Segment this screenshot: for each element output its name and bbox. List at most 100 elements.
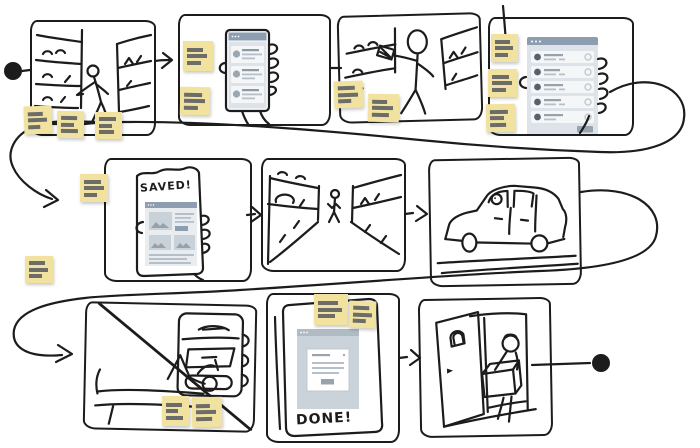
list-item <box>531 111 594 123</box>
window-header-bar <box>527 37 598 46</box>
screen-header-bar <box>297 329 359 336</box>
sticky-note <box>191 396 223 428</box>
sticky-note-text-line <box>99 130 114 134</box>
avatar <box>534 68 541 76</box>
radio-icon <box>584 68 592 76</box>
storyboard-panel-4 <box>488 17 634 136</box>
sticky-note-text-line <box>187 54 207 58</box>
avatar <box>232 70 241 78</box>
door-knob <box>447 368 454 374</box>
sticky-note <box>23 105 53 135</box>
hand-fingers <box>596 57 609 115</box>
sticky-note <box>183 41 213 71</box>
driver-head <box>490 193 503 206</box>
end-connector-line <box>530 361 592 367</box>
sticky-note-text-line <box>27 117 48 123</box>
sticky-note-text-line <box>492 81 512 85</box>
sticky-note-text-line <box>187 60 201 65</box>
storyboard-panel-6 <box>261 158 406 272</box>
wheel <box>461 232 478 253</box>
sticky-note-text-line <box>183 105 198 110</box>
done-phone-sketch <box>273 297 384 438</box>
flow-line-row2-to-row3 <box>12 189 659 364</box>
sticky-note <box>348 300 377 329</box>
mountain-icon <box>151 222 169 228</box>
sticky-note <box>179 86 211 116</box>
avatar <box>232 50 241 58</box>
hand-fingers <box>267 43 280 97</box>
sticky-note-text-line <box>195 403 210 408</box>
lounging-sketch <box>94 303 253 431</box>
list-item <box>531 66 594 78</box>
sticky-note-text-line <box>318 301 338 305</box>
avatar <box>534 53 541 61</box>
sticky-note-text-line <box>196 416 213 421</box>
sticky-note <box>56 110 85 139</box>
sticky-note <box>80 174 108 202</box>
car-sketch <box>436 184 579 275</box>
button-mock <box>175 226 188 231</box>
list-item <box>531 96 594 108</box>
sticky-note-text-line <box>371 112 389 117</box>
sticky-note-text-line <box>166 402 182 407</box>
radio-icon <box>584 98 592 106</box>
sticky-note <box>314 294 348 325</box>
sticky-note-text-line <box>99 123 112 128</box>
person-arm-phone <box>196 358 220 375</box>
sticky-note-text-line <box>495 39 510 44</box>
button-mock <box>321 379 334 385</box>
sticky-note-text-line <box>84 186 104 190</box>
hand-thumb <box>518 75 528 90</box>
person-head <box>201 375 218 392</box>
avatar <box>534 113 541 121</box>
scanned-phone <box>376 44 396 61</box>
start-dot <box>4 62 22 80</box>
package-box <box>481 359 523 399</box>
arrow-icon <box>153 51 174 70</box>
storyboard-panel-2 <box>178 14 331 126</box>
app-list-sketch <box>518 37 609 134</box>
sticky-note-text-line <box>60 122 75 127</box>
person-legs <box>496 395 513 423</box>
sticky-note-text-line <box>60 128 78 134</box>
sticky-note <box>488 69 517 97</box>
sticky-note-text-line <box>318 314 335 318</box>
phone-header-bar <box>228 32 267 41</box>
cross-out-line <box>97 303 253 431</box>
avatar <box>534 98 541 106</box>
delivery-door-sketch <box>435 311 537 428</box>
arrow-icon <box>397 348 422 367</box>
wheel <box>530 234 549 253</box>
sticky-note-text-line <box>318 307 342 312</box>
sticky-note-text-line <box>166 415 183 420</box>
arrow-icon <box>54 343 74 364</box>
sticky-note-text-line <box>495 46 513 50</box>
mountain-icon <box>151 243 166 248</box>
sticky-note-text-line <box>337 92 359 97</box>
end-dot <box>592 354 610 372</box>
sticky-note-text-line <box>337 85 355 91</box>
sticky-note-text-line <box>183 98 206 104</box>
sticky-note-text-line <box>492 87 506 92</box>
sticky-note-text-line <box>492 74 509 79</box>
sticky-note-text-line <box>490 122 507 127</box>
arrow-icon <box>42 188 60 209</box>
hand-fingers <box>199 214 211 255</box>
sticky-note-text-line <box>489 115 505 121</box>
sticky-note-text-line <box>353 305 370 311</box>
storyboard-panel-9: DONE! <box>266 293 400 443</box>
aisle-sketch <box>266 171 403 266</box>
hand-wrist <box>578 114 591 134</box>
storyboard-panel-10 <box>417 296 554 439</box>
sticky-note <box>367 93 400 123</box>
storyboard-panel-7 <box>427 156 583 288</box>
sticky-note <box>333 80 364 109</box>
sticky-note-text-line <box>338 98 352 104</box>
list-item <box>531 81 594 93</box>
sticky-note-text-line <box>372 99 388 104</box>
hand-wrist <box>240 109 271 124</box>
sticky-note-text-line <box>352 312 373 317</box>
mountain-icon <box>176 243 191 248</box>
sketch-double-stroke <box>273 315 282 431</box>
avatar <box>232 90 241 98</box>
